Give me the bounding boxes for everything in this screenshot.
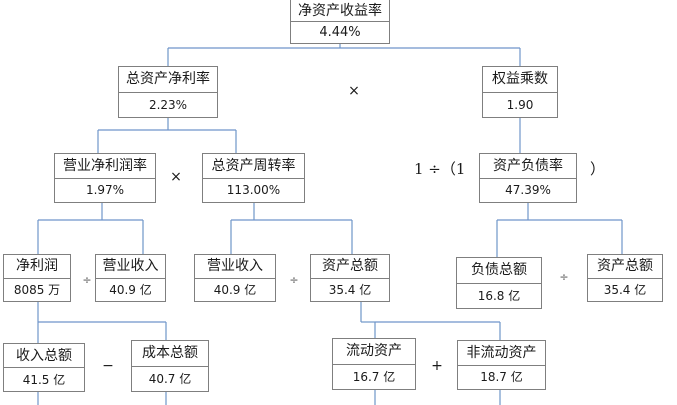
divide-operator-turnover: ÷ — [289, 273, 299, 287]
plus-operator: + — [431, 358, 443, 374]
noncurrent-assets-value: 18.7 亿 — [458, 364, 545, 390]
revenue-b-value: 40.9 亿 — [195, 277, 275, 302]
total-cost-label: 成本总额 — [142, 345, 198, 362]
total-assets-b-node: 资产总额 35.4 亿 — [587, 254, 663, 302]
divide-operator-debt: ÷ — [559, 270, 569, 284]
revenue-b-node: 营业收入 40.9 亿 — [194, 254, 276, 302]
net-profit-node: 净利润 8085 万 — [3, 254, 71, 302]
net-profit-label: 净利润 — [16, 258, 58, 275]
formula-suffix: ） — [590, 160, 606, 178]
total-cost-value: 40.7 亿 — [132, 365, 208, 392]
net-margin-node: 营业净利润率 1.97% — [54, 153, 156, 203]
equity-multiplier-node: 权益乘数 1.90 — [482, 66, 558, 118]
debt-ratio-label: 资产负债率 — [493, 157, 563, 174]
debt-ratio-value: 47.39% — [480, 177, 576, 203]
roe-label: 净资产收益率 — [298, 2, 382, 19]
net-margin-label: 营业净利润率 — [63, 157, 147, 174]
roe-node: 净资产收益率 4.44% — [290, 0, 390, 44]
asset-turnover-label: 总资产周转率 — [211, 157, 296, 174]
total-assets-b-label: 资产总额 — [597, 258, 653, 275]
roa-value: 2.23% — [119, 91, 217, 118]
equity-multiplier-value: 1.90 — [483, 91, 557, 118]
revenue-a-label: 营业收入 — [102, 258, 159, 275]
revenue-b-label: 营业收入 — [207, 258, 263, 275]
multiply-operator-mid: × — [170, 169, 182, 185]
total-assets-a-value: 35.4 亿 — [311, 277, 389, 302]
total-liabilities-label: 负债总额 — [471, 262, 527, 279]
asset-turnover-value: 113.00% — [203, 177, 304, 203]
formula-prefix: 1 ÷（1 — [414, 160, 466, 178]
revenue-a-node: 营业收入 40.9 亿 — [95, 254, 166, 302]
equity-multiplier-label: 权益乘数 — [492, 71, 548, 88]
current-assets-label: 流动资产 — [346, 343, 402, 360]
total-assets-a-node: 资产总额 35.4 亿 — [310, 254, 390, 302]
debt-ratio-node: 资产负债率 47.39% — [479, 153, 577, 203]
asset-turnover-node: 总资产周转率 113.00% — [202, 153, 305, 203]
noncurrent-assets-node: 非流动资产 18.7 亿 — [457, 340, 546, 390]
noncurrent-assets-label: 非流动资产 — [466, 344, 537, 361]
current-assets-node: 流动资产 16.7 亿 — [332, 338, 416, 390]
total-assets-a-label: 资产总额 — [322, 258, 378, 275]
revenue-a-value: 40.9 亿 — [96, 277, 165, 302]
divide-operator-net-profit: ÷ — [82, 273, 92, 287]
multiply-operator-top: × — [348, 83, 360, 99]
total-liabilities-value: 16.8 亿 — [457, 282, 541, 309]
roe-value: 4.44% — [291, 21, 389, 43]
total-assets-b-value: 35.4 亿 — [588, 277, 662, 302]
net-margin-value: 1.97% — [55, 177, 155, 203]
roa-label: 总资产净利率 — [126, 71, 210, 88]
total-income-label: 收入总额 — [16, 347, 72, 364]
current-assets-value: 16.7 亿 — [333, 363, 415, 390]
net-profit-value: 8085 万 — [4, 277, 70, 302]
total-income-value: 41.5 亿 — [4, 367, 84, 391]
roa-node: 总资产净利率 2.23% — [118, 66, 218, 118]
total-income-node: 收入总额 41.5 亿 — [3, 343, 85, 392]
total-cost-node: 成本总额 40.7 亿 — [131, 340, 209, 392]
total-liabilities-node: 负债总额 16.8 亿 — [456, 257, 542, 309]
minus-operator: − — [102, 358, 114, 374]
